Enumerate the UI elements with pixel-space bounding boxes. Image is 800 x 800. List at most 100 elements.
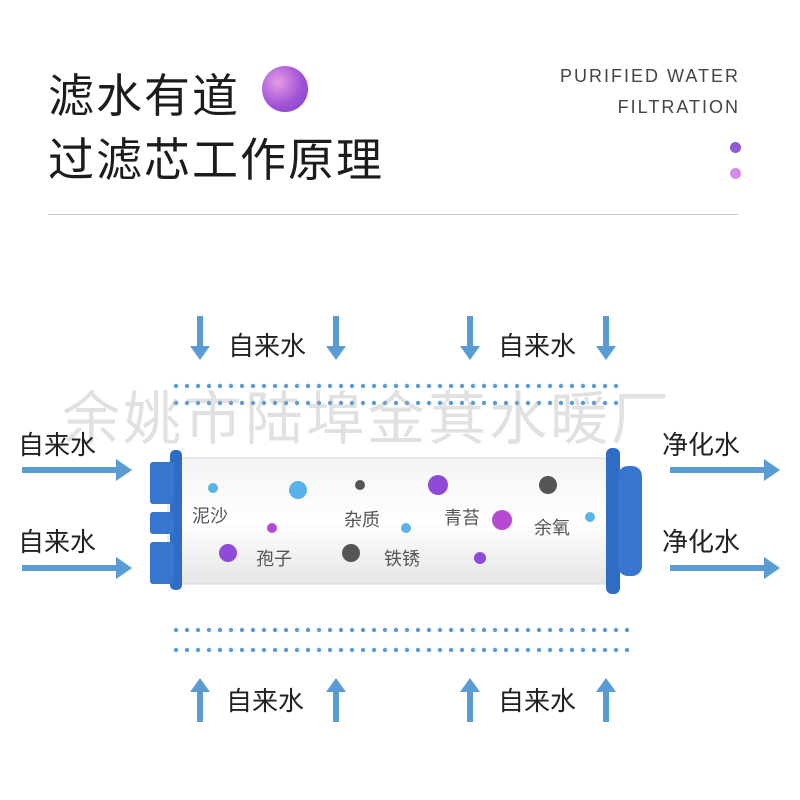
water-dot	[415, 400, 421, 406]
water-dot	[404, 400, 410, 406]
water-dot	[206, 647, 212, 653]
water-dot	[470, 627, 476, 633]
water-dot	[217, 400, 223, 406]
water-dot	[514, 383, 520, 389]
water-dot	[492, 647, 498, 653]
header-divider	[48, 214, 738, 215]
water-dot	[547, 383, 553, 389]
impurity-particle	[401, 523, 411, 533]
water-dot	[426, 400, 432, 406]
water-dot	[173, 400, 179, 406]
water-dot	[602, 383, 608, 389]
water-dot	[503, 400, 509, 406]
water-dot	[184, 383, 190, 389]
water-dot	[602, 647, 608, 653]
outlet-arrow-icon-head	[764, 459, 780, 481]
flow-arrows	[22, 316, 780, 722]
water-dot	[591, 647, 597, 653]
water-dot	[382, 383, 388, 389]
water-dot	[437, 647, 443, 653]
english-subtitle-line-2: FILTRATION	[617, 97, 740, 117]
down-arrow-icon-head	[460, 346, 480, 360]
water-dot	[250, 627, 256, 633]
water-dot	[459, 647, 465, 653]
water-dot	[228, 383, 234, 389]
impurity-particle	[342, 544, 360, 562]
right-end-cap	[606, 448, 642, 594]
water-dot	[371, 647, 377, 653]
left-end-cap	[150, 450, 182, 590]
english-subtitle-line-1: PURIFIED WATER	[560, 66, 740, 86]
water-dot	[283, 627, 289, 633]
impurity-particle	[355, 480, 365, 490]
water-dot	[613, 647, 619, 653]
water-dot	[371, 383, 377, 389]
tap-water-label-left-lower: 自来水	[18, 528, 97, 558]
water-dot	[294, 647, 300, 653]
water-dot	[217, 627, 223, 633]
water-dot	[228, 627, 234, 633]
water-dot	[206, 627, 212, 633]
impurity-label-impurities: 杂质	[344, 510, 380, 531]
water-dot	[349, 627, 355, 633]
water-dot	[173, 647, 179, 653]
inlet-arrow-icon-head	[116, 459, 132, 481]
inlet-arrow-icon-head	[116, 557, 132, 579]
water-dot	[448, 627, 454, 633]
water-dot	[382, 400, 388, 406]
water-dot	[371, 400, 377, 406]
title-line-1: 滤水有道	[48, 69, 240, 123]
water-dot	[272, 647, 278, 653]
water-dot	[239, 627, 245, 633]
water-dot	[338, 400, 344, 406]
impurity-particle	[492, 510, 512, 530]
water-dot	[294, 627, 300, 633]
clean-water-label-upper: 净化水	[662, 431, 741, 461]
water-dot	[250, 400, 256, 406]
water-dot	[470, 400, 476, 406]
water-dot	[338, 383, 344, 389]
water-dot	[305, 627, 311, 633]
water-dot	[437, 383, 443, 389]
outlet-arrow-icon-head	[764, 557, 780, 579]
water-dot	[360, 647, 366, 653]
up-arrow-icon-head	[596, 678, 616, 692]
water-dot	[481, 627, 487, 633]
water-dot	[261, 400, 267, 406]
water-dot	[184, 647, 190, 653]
water-dot	[492, 627, 498, 633]
impurity-label-rust: 铁锈	[384, 549, 420, 570]
water-dot	[327, 400, 333, 406]
filter-cartridge	[150, 448, 642, 594]
water-dot	[514, 627, 520, 633]
water-dot	[470, 383, 476, 389]
water-dot	[272, 627, 278, 633]
water-dot	[338, 627, 344, 633]
water-dot	[239, 400, 245, 406]
water-dot	[558, 400, 564, 406]
water-dot	[195, 627, 201, 633]
water-dot	[173, 383, 179, 389]
water-dot	[514, 400, 520, 406]
water-dot	[338, 647, 344, 653]
water-dot	[261, 647, 267, 653]
impurity-particle	[539, 476, 557, 494]
watermark-text: 余姚市陆埠金萁水暖厂	[62, 385, 673, 453]
water-dot	[217, 383, 223, 389]
water-dot	[470, 647, 476, 653]
water-dot	[558, 627, 564, 633]
water-dot	[415, 627, 421, 633]
water-dot	[536, 400, 542, 406]
water-dot	[437, 627, 443, 633]
water-dot	[525, 400, 531, 406]
up-arrow-icon-head	[190, 678, 210, 692]
water-dot	[327, 627, 333, 633]
water-dot	[426, 383, 432, 389]
water-dot	[294, 400, 300, 406]
water-dot	[415, 647, 421, 653]
impurity-particle	[219, 544, 237, 562]
water-dot	[316, 627, 322, 633]
water-dot	[503, 647, 509, 653]
water-dot	[360, 383, 366, 389]
water-dot	[624, 647, 630, 653]
